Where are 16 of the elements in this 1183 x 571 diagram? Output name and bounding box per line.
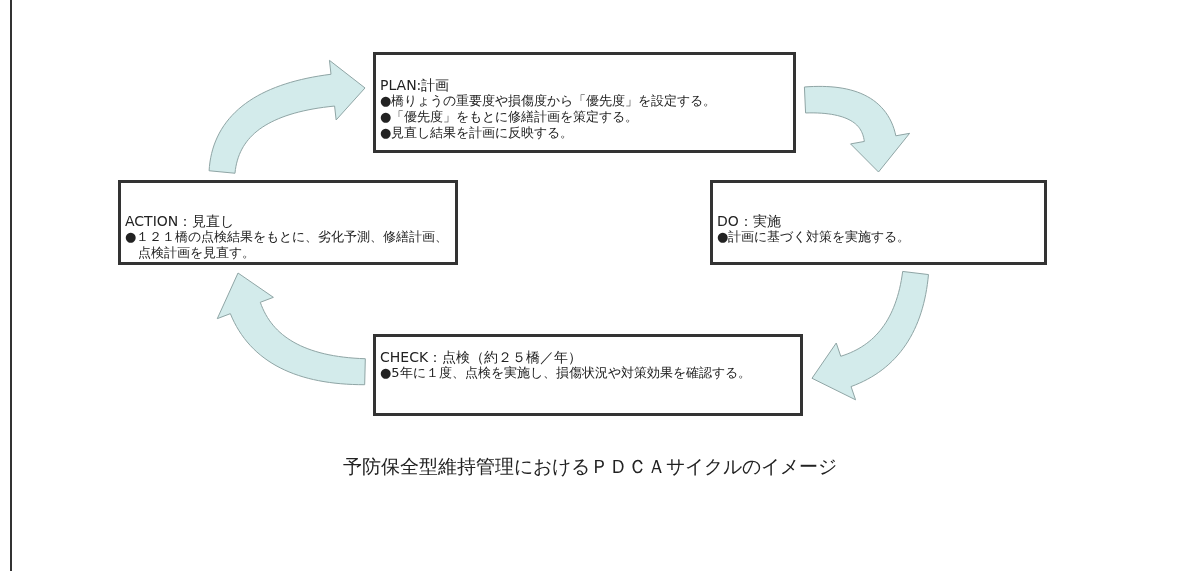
bullet-text: ●計画に基づく対策を実施する。 [717,229,912,245]
bullet-text: ●5年に１度、点検を実施し、損傷状況や対策効果を確認する。 [380,365,752,381]
curved-block-arrow [803,85,911,173]
bullet-text: ●「優先度」をもとに修繕計画を策定する。 [380,109,640,125]
stage-box [373,334,803,416]
stage-heading: PLAN:計画 [380,77,451,93]
stage-box [710,180,1047,265]
stage-box [373,52,796,153]
stage-heading: ACTION：見直し [125,213,236,229]
stage-heading: CHECK：点検（約２５橋／年） [380,349,584,365]
caption: 予防保全型維持管理におけるＰＤＣＡサイクルのイメージ [342,454,838,479]
bullet-text: ●１２１橋の点検結果をもとに、劣化予測、修繕計画、点検計画を見直す。 [125,229,450,261]
bullet-text: ●橋りょうの重要度や損傷度から「優先度」を設定する。 [380,93,718,109]
stage-heading: DO：実施 [717,213,782,229]
bullet-text: ●見直し結果を計画に反映する。 [380,125,575,141]
stage-box [118,180,458,265]
